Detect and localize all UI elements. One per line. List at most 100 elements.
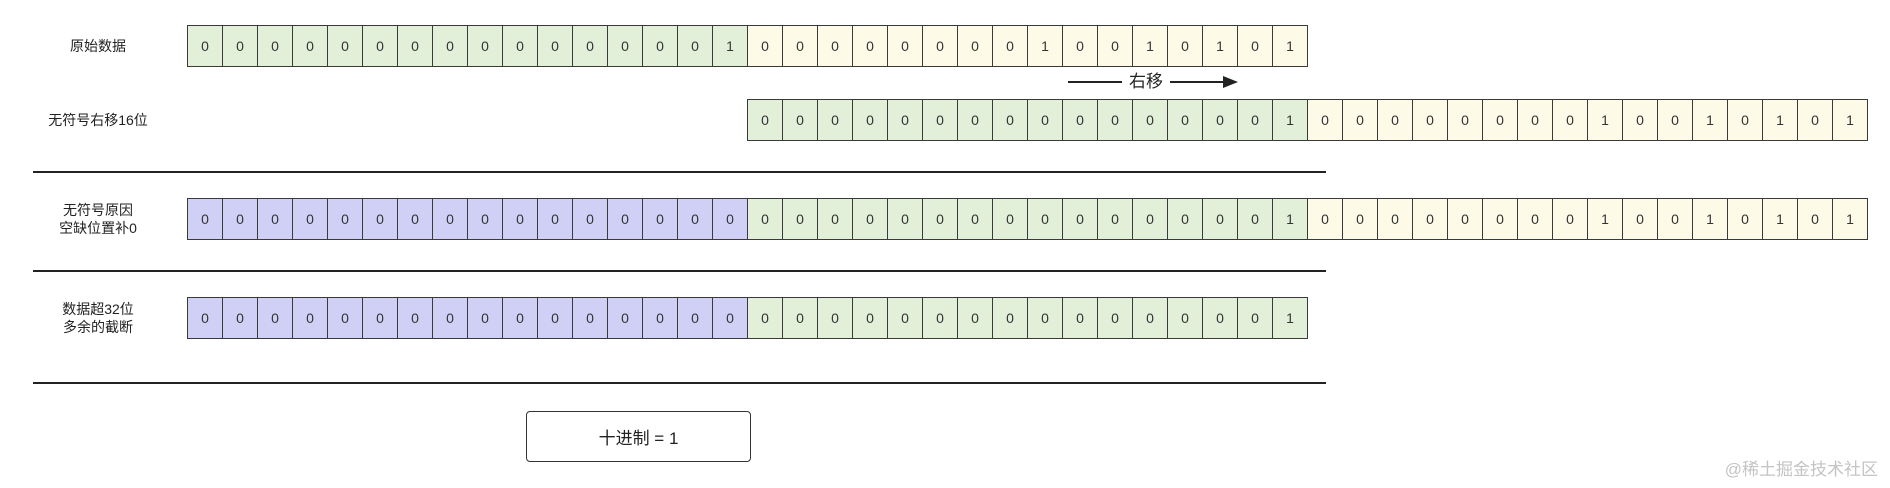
row-label-unsigned-shift: 无符号右移16位 <box>20 99 176 141</box>
bit-cell: 0 <box>1412 99 1448 141</box>
bit-cell: 0 <box>1797 198 1833 240</box>
bit-cell: 0 <box>1097 99 1133 141</box>
bit-cell: 0 <box>817 25 853 67</box>
bit-cell: 1 <box>1587 99 1623 141</box>
bit-cell: 0 <box>1062 198 1098 240</box>
bit-cell: 0 <box>852 25 888 67</box>
bit-cell: 0 <box>852 198 888 240</box>
decimal-result-box: 十进制 = 1 <box>526 411 751 462</box>
bit-cell: 0 <box>222 25 258 67</box>
bit-cell: 0 <box>1307 198 1343 240</box>
bit-cell: 0 <box>922 297 958 339</box>
bit-cell: 0 <box>747 297 783 339</box>
arrow-head <box>1223 76 1238 88</box>
bit-cell: 0 <box>397 25 433 67</box>
bit-cell: 0 <box>327 198 363 240</box>
bit-cell: 0 <box>1447 99 1483 141</box>
bit-cell: 0 <box>327 25 363 67</box>
label-line: 空缺位置补0 <box>59 220 137 236</box>
bit-cell: 0 <box>1377 198 1413 240</box>
bit-cell: 0 <box>187 198 223 240</box>
bit-cell: 0 <box>1167 25 1203 67</box>
bit-cell: 0 <box>1237 198 1273 240</box>
bit-cell: 0 <box>502 198 538 240</box>
bit-cell: 0 <box>1167 198 1203 240</box>
bit-cell: 0 <box>1062 25 1098 67</box>
bit-cell: 0 <box>1517 99 1553 141</box>
bit-cell: 0 <box>1622 198 1658 240</box>
bit-cell: 0 <box>887 198 923 240</box>
bit-cell: 0 <box>957 25 993 67</box>
bit-cell: 0 <box>957 297 993 339</box>
bit-cell: 0 <box>642 25 678 67</box>
bit-cell: 0 <box>747 25 783 67</box>
bit-cell: 0 <box>1727 198 1763 240</box>
bit-cell: 0 <box>712 198 748 240</box>
bit-cell: 0 <box>432 25 468 67</box>
bit-cell: 0 <box>537 297 573 339</box>
bit-cell: 1 <box>1027 25 1063 67</box>
row-label-zero-fill: 无符号原因 空缺位置补0 <box>20 198 176 240</box>
bit-cell: 0 <box>642 297 678 339</box>
bit-cell: 1 <box>1202 25 1238 67</box>
bit-cell: 0 <box>1517 198 1553 240</box>
bit-cell: 0 <box>1482 198 1518 240</box>
bit-cell: 0 <box>992 99 1028 141</box>
bit-cell: 0 <box>1727 99 1763 141</box>
bit-cell: 0 <box>747 99 783 141</box>
bit-cell: 0 <box>607 25 643 67</box>
bit-cell: 0 <box>1657 198 1693 240</box>
bit-cell: 0 <box>817 99 853 141</box>
bit-cell: 1 <box>1272 198 1308 240</box>
bit-cell: 0 <box>1447 198 1483 240</box>
decimal-result-text: 十进制 = 1 <box>598 429 679 448</box>
bit-cell: 0 <box>957 198 993 240</box>
label-line: 无符号原因 <box>63 202 133 218</box>
bit-cell: 0 <box>222 198 258 240</box>
bit-cell: 0 <box>1622 99 1658 141</box>
row-label-truncated: 数据超32位 多余的截断 <box>20 297 176 339</box>
bit-cell: 0 <box>1412 198 1448 240</box>
bit-cell: 0 <box>607 198 643 240</box>
bit-cell: 0 <box>922 25 958 67</box>
bit-cell: 0 <box>712 297 748 339</box>
bit-cell: 0 <box>922 99 958 141</box>
bit-cell: 0 <box>432 297 468 339</box>
bit-cell: 0 <box>292 297 328 339</box>
bit-cell: 0 <box>747 198 783 240</box>
bit-cell: 1 <box>1762 198 1798 240</box>
bit-cell: 0 <box>992 25 1028 67</box>
bit-cell: 0 <box>677 25 713 67</box>
bit-cell: 0 <box>957 99 993 141</box>
bit-cell: 0 <box>572 25 608 67</box>
bit-cell: 0 <box>1307 99 1343 141</box>
bit-cell: 0 <box>677 198 713 240</box>
bit-cell: 1 <box>1762 99 1798 141</box>
bit-cell: 0 <box>1202 99 1238 141</box>
bit-cell: 1 <box>712 25 748 67</box>
bit-cell: 0 <box>1377 99 1413 141</box>
bit-cell: 1 <box>1692 99 1728 141</box>
bit-cell: 1 <box>1272 25 1308 67</box>
bit-cell: 0 <box>1132 99 1168 141</box>
bit-cell: 0 <box>1097 25 1133 67</box>
bit-cell: 0 <box>1062 99 1098 141</box>
bit-cell: 0 <box>1097 198 1133 240</box>
shift-label: 右移 <box>1122 71 1170 93</box>
divider <box>33 171 1326 173</box>
divider <box>33 382 1326 384</box>
bit-cell: 1 <box>1692 198 1728 240</box>
bit-cell: 0 <box>502 25 538 67</box>
bit-cell: 0 <box>782 198 818 240</box>
bit-cell: 0 <box>1027 99 1063 141</box>
label-line: 无符号右移16位 <box>48 112 148 128</box>
watermark: @稀土掘金技术社区 <box>1724 460 1878 479</box>
bit-cell: 0 <box>1342 198 1378 240</box>
bit-cell: 0 <box>362 297 398 339</box>
bit-cell: 0 <box>1132 297 1168 339</box>
